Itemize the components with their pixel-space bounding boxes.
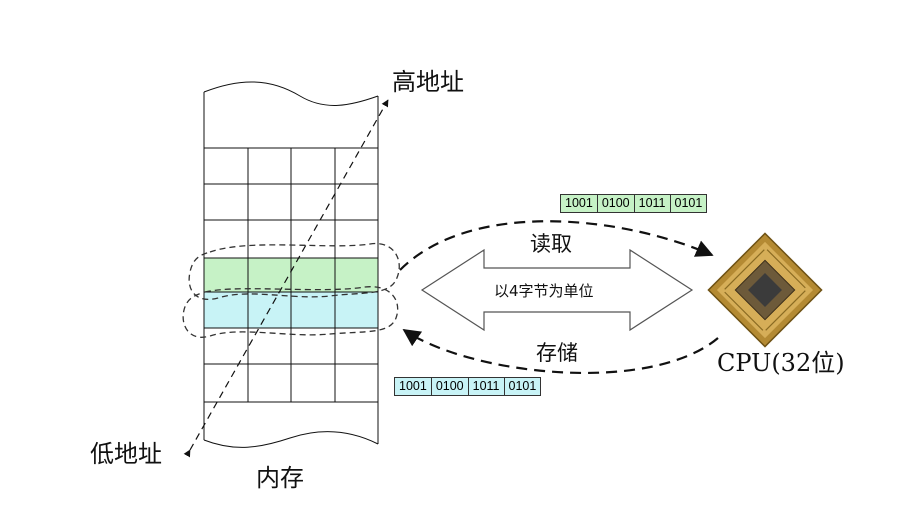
- memory-top-edge: [203, 81, 379, 106]
- cpu-chip-icon: [707, 232, 823, 348]
- read-bit-group: 0100: [596, 195, 634, 212]
- low-address-label: 低地址: [90, 440, 162, 468]
- cpu-label: CPU(32位): [717, 349, 845, 377]
- store-row-loop: [182, 286, 399, 338]
- memory-bottom-edge: [203, 431, 379, 448]
- read-label: 读取: [530, 232, 572, 256]
- store-bits-box: 1001 0100 1011 0101: [394, 377, 542, 396]
- store-bit-group: 0100: [430, 378, 468, 395]
- store-bit-group: 1001: [399, 379, 427, 393]
- read-bits-box: 1001 0100 1011 0101: [560, 194, 708, 213]
- high-address-label: 高地址: [392, 68, 464, 96]
- read-bit-group: 1011: [633, 195, 670, 212]
- read-bit-group: 0101: [669, 195, 707, 212]
- memory-label: 内存: [256, 464, 304, 492]
- read-bit-group: 1001: [565, 196, 593, 210]
- store-bit-group: 0101: [503, 378, 541, 395]
- unit-label: 以4字节为单位: [494, 282, 594, 300]
- store-arrow: [402, 329, 719, 375]
- read-row-loop: [188, 242, 400, 300]
- memory-block: [203, 81, 379, 448]
- store-bit-group: 1011: [467, 378, 504, 395]
- store-label: 存储: [536, 341, 578, 365]
- read-arrow: [399, 220, 714, 271]
- unit-double-arrow: [420, 248, 694, 332]
